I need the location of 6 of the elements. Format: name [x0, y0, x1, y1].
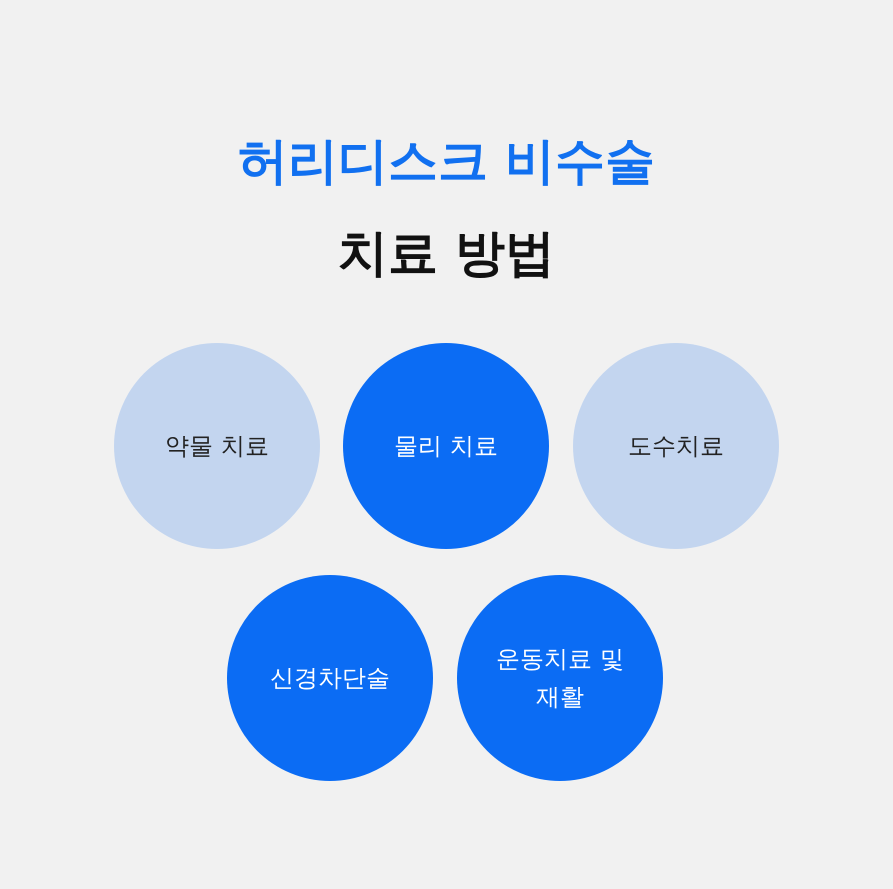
- treatment-label: 도수치료: [628, 431, 724, 462]
- treatment-label: 물리 치료: [394, 431, 498, 462]
- title: 허리디스크 비수술 치료 방법: [236, 131, 656, 284]
- treatment-label: 신경차단술: [270, 663, 390, 694]
- treatment-label: 약물 치료: [165, 431, 269, 462]
- treatment-label: 운동치료 및 재활: [495, 644, 625, 713]
